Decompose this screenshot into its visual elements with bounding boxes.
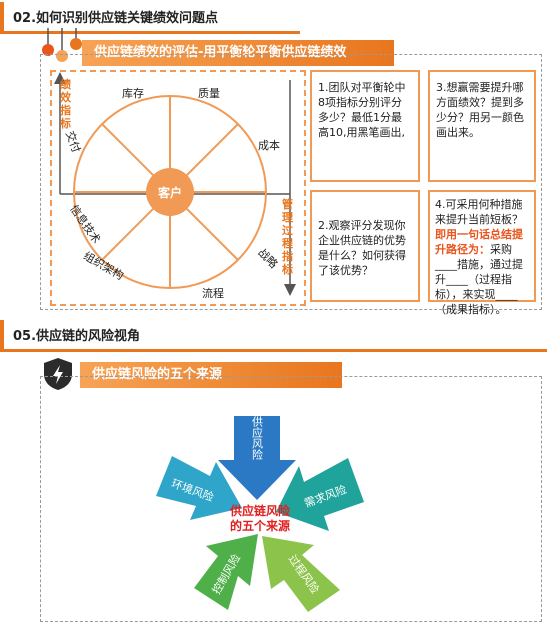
evaluation-banner: 供应链绩效的评估-用平衡轮平衡供应链绩效: [82, 40, 394, 66]
section1-frame: [40, 54, 542, 310]
pin-decoration: [42, 28, 82, 62]
question-4-text: 4.可采用何种措施来提升当前短板？: [435, 198, 523, 226]
lightning-shield-icon: [44, 358, 72, 390]
question-4-highlight: 即用一句话总结提升路径为：: [435, 228, 523, 256]
right-axis-label: 管理过程指标: [282, 198, 293, 276]
wheel-label-quality: 质量: [198, 87, 220, 100]
question-1-text: 1.团队对平衡轮中8项指标分别评分多少？最低1分最高10,用黑笔画出,: [318, 81, 406, 139]
risk-arrow-control: [194, 534, 258, 610]
balance-wheel: 客户 库存 质量 成本 战略 流程 组织架构 信息技术 交付: [54, 72, 296, 300]
risk-arrow-demand: [276, 458, 364, 531]
risk-arrow-supply: [218, 416, 296, 500]
risk-label-supply: 供应风险: [251, 415, 264, 461]
section2-frame: [40, 376, 542, 622]
wheel-label-delivery: 交付: [63, 129, 84, 154]
wheel-label-organization: 组织架构: [81, 248, 126, 282]
question-box-2: 2.观察评分发现你企业供应链的优势是什么？如何获得了该优势？: [310, 190, 420, 302]
wheel-label-inventory: 库存: [122, 86, 144, 100]
question-box-1: 1.团队对平衡轮中8项指标分别评分多少？最低1分最高10,用黑笔画出,: [310, 70, 420, 182]
section-header-1: 02.如何识别供应链关键绩效问题点: [0, 2, 547, 34]
section-header-2: 05.供应链的风险视角: [0, 320, 547, 352]
question-box-4: 4.可采用何种措施来提升当前短板？ 即用一句话总结提升路径为：采购____措施，…: [428, 190, 536, 316]
risk-arrow-environment: [156, 456, 242, 520]
left-axis-label: 绩效指标: [60, 78, 71, 130]
question-box-3: 3.想赢需要提升哪方面绩效？提到多少分？用另一颜色画出来。: [428, 70, 536, 182]
section-title: 05.供应链的风险视角: [13, 329, 141, 344]
question-4-tail: 采购____措施，通过提升____（过程指标），来实现____（成果指标）。: [435, 243, 523, 316]
wheel-center-label: 客户: [157, 185, 182, 200]
wheel-label-strategy: 战略: [255, 245, 280, 270]
section-title: 02.如何识别供应链关键绩效问题点: [13, 11, 219, 26]
section-underline: [0, 349, 547, 352]
risk-center-label: 供应链风险的五个来源: [229, 504, 290, 533]
question-3-text: 3.想赢需要提升哪方面绩效？提到多少分？用另一颜色画出来。: [436, 81, 524, 139]
question-2-text: 2.观察评分发现你企业供应链的优势是什么？如何获得了该优势？: [318, 219, 406, 277]
risk-banner: 供应链风险的五个来源: [80, 362, 342, 388]
wheel-label-process: 流程: [202, 286, 224, 300]
wheel-frame: [50, 70, 306, 306]
section-accent-bar: [0, 320, 4, 350]
risk-star-diagram: 供应风险 需求风险 过程风险 控制风险 环境风险: [156, 415, 364, 612]
section-accent-bar: [0, 2, 4, 32]
risk-arrow-process: [262, 536, 340, 612]
wheel-label-cost: 成本: [258, 138, 280, 152]
section-underline: [0, 31, 300, 34]
